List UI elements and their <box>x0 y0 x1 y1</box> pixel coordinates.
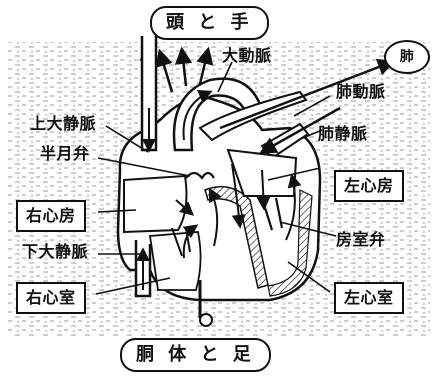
pulmonary-artery-label: 肺動脈 <box>336 82 386 101</box>
superior-vena-cava-label: 上大静脈 <box>30 114 97 133</box>
inferior-vena-cava-label: 下大静脈 <box>22 242 89 261</box>
left-atrium-label: 左心房 <box>334 170 404 202</box>
pulmonary-artery-arrow <box>219 58 396 130</box>
right-atrium-chamber <box>123 174 188 234</box>
right-ventricle-label: 右心室 <box>16 282 86 314</box>
semilunar-valve <box>185 171 215 180</box>
leader-lines <box>95 61 337 295</box>
left-ventricle-label: 左心室 <box>334 282 404 314</box>
semilunar-valve-label: 半月弁 <box>40 144 90 163</box>
pulmonary-vein-label: 肺静脈 <box>318 124 368 143</box>
lung-label: 肺 <box>384 40 430 74</box>
av-valve-label: 房室弁 <box>336 230 386 249</box>
aorta-arrow <box>182 90 213 141</box>
right-atrium-label: 右心房 <box>16 200 86 232</box>
pulmonary-vein-arrow <box>258 106 341 154</box>
internal-flow-arrows <box>175 163 302 259</box>
descending-aorta-cap <box>199 313 213 327</box>
aorta-label: 大動脈 <box>222 46 272 65</box>
trunk-and-legs-label: 胴 体 と 足 <box>120 338 271 372</box>
head-and-hands-label: 頭 と 手 <box>150 6 269 40</box>
